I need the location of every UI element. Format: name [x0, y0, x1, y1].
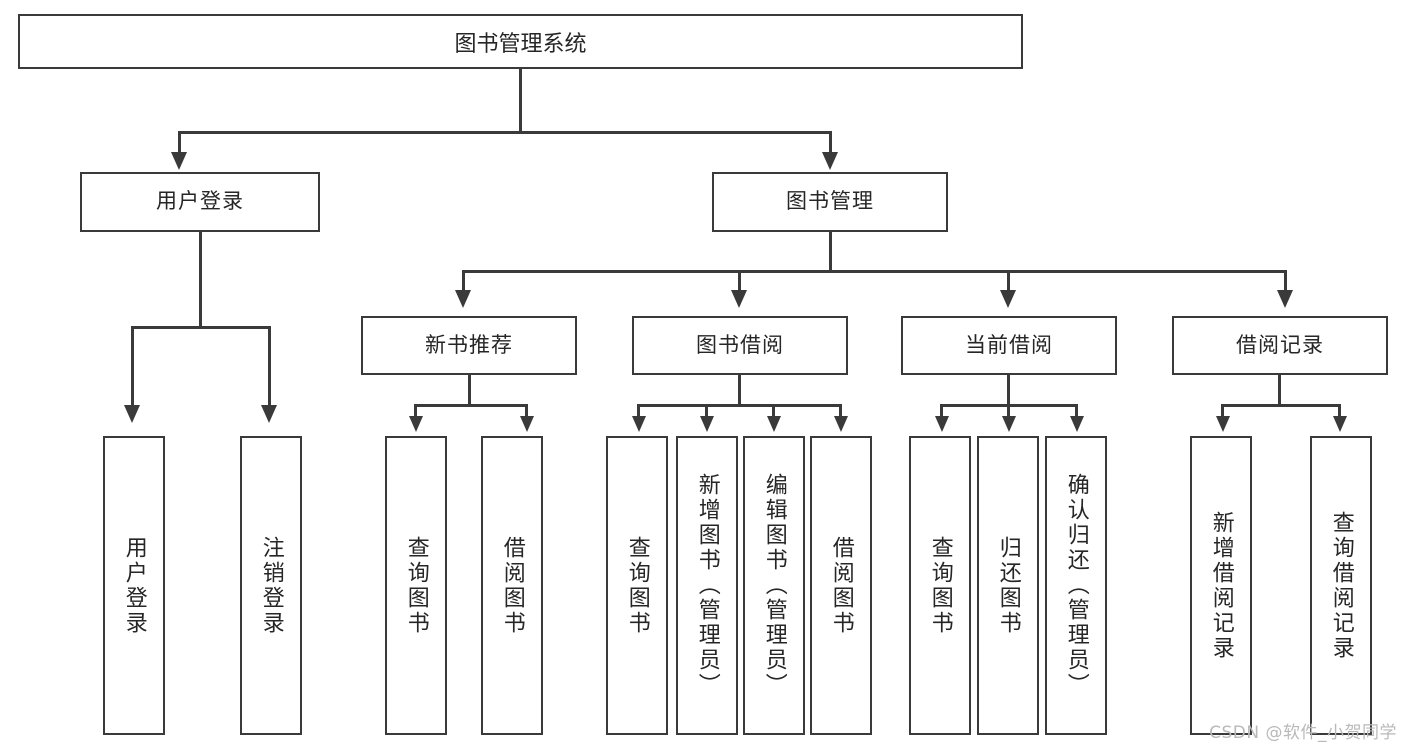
leaf-user-login[interactable]: 用户登录 — [103, 436, 165, 735]
node-root-system[interactable]: 图书管理系统 — [18, 14, 1023, 69]
edge-borrow-record-drop-2 — [1338, 404, 1341, 418]
leaf-label: 借阅图书 — [499, 535, 525, 636]
edge-book-borrow-stem — [738, 375, 741, 406]
arrowhead-leaf-user-login — [124, 405, 140, 423]
arrowhead-leaf-borrow-book-2 — [834, 416, 848, 432]
leaf-label: 查询借阅记录 — [1328, 510, 1354, 661]
node-label: 图书管理 — [786, 189, 874, 214]
leaf-edit-book-admin[interactable]: 编辑图书（管理员） — [743, 436, 805, 735]
leaf-query-book-recommend[interactable]: 查询图书 — [385, 436, 447, 735]
edge-current-borrow-stem — [1007, 375, 1010, 406]
leaf-query-book-current[interactable]: 查询图书 — [909, 436, 971, 735]
leaf-borrow-book[interactable]: 借阅图书 — [810, 436, 872, 735]
edge-root-to-book-manage — [829, 131, 832, 155]
arrowhead-leaf-borrow-book-1 — [520, 416, 534, 432]
edge-level2-bus — [462, 270, 1287, 273]
arrowhead-leaf-confirm-return — [1070, 416, 1084, 432]
edge-drop-borrow-record — [1284, 270, 1287, 292]
edge-book-manage-stem — [829, 232, 832, 272]
node-label: 图书管理系统 — [454, 31, 587, 57]
leaf-label: 查询图书 — [624, 535, 650, 636]
node-label: 新书推荐 — [425, 332, 513, 357]
leaf-logout[interactable]: 注销登录 — [240, 436, 302, 735]
arrowhead-leaf-add-book — [700, 416, 714, 432]
leaf-label: 新增借阅记录 — [1208, 510, 1234, 661]
edge-drop-book-borrow — [738, 270, 741, 292]
leaf-label: 确认归还（管理员） — [1063, 473, 1089, 698]
edge-user-login-bus — [131, 326, 271, 329]
edge-user-login-drop-1 — [131, 326, 134, 408]
node-new-book-recommend[interactable]: 新书推荐 — [361, 316, 577, 375]
edge-book-borrow-drop-3 — [772, 404, 775, 418]
leaf-borrow-book-recommend[interactable]: 借阅图书 — [481, 436, 543, 735]
edge-new-book-stem — [468, 375, 471, 406]
edge-new-book-drop-1 — [414, 404, 417, 418]
edge-new-book-bus — [414, 404, 528, 407]
edge-drop-new-book — [462, 270, 465, 292]
leaf-add-borrow-record[interactable]: 新增借阅记录 — [1190, 436, 1252, 735]
edge-book-borrow-drop-4 — [839, 404, 842, 418]
arrowhead-leaf-query-book-3 — [935, 416, 949, 432]
leaf-query-book-borrow[interactable]: 查询图书 — [606, 436, 668, 735]
leaf-label: 新增图书（管理员） — [694, 473, 720, 698]
node-label: 用户登录 — [156, 189, 244, 214]
arrowhead-leaf-return-book — [1002, 416, 1016, 432]
arrowhead-new-book-recommend — [455, 290, 471, 308]
edge-current-borrow-drop-2 — [1007, 404, 1010, 418]
arrowhead-book-borrow — [731, 290, 747, 308]
leaf-label: 归还图书 — [995, 535, 1021, 636]
edge-borrow-record-drop-1 — [1221, 404, 1224, 418]
leaf-label: 注销登录 — [258, 535, 284, 636]
arrowhead-leaf-logout — [261, 405, 277, 423]
arrowhead-book-manage — [822, 152, 838, 170]
node-current-borrow[interactable]: 当前借阅 — [901, 316, 1117, 375]
edge-current-borrow-drop-3 — [1075, 404, 1078, 418]
leaf-confirm-return-admin[interactable]: 确认归还（管理员） — [1045, 436, 1107, 735]
arrowhead-user-login — [171, 152, 187, 170]
edge-borrow-record-bus — [1221, 404, 1341, 407]
leaf-add-book-admin[interactable]: 新增图书（管理员） — [676, 436, 738, 735]
leaf-return-book[interactable]: 归还图书 — [977, 436, 1039, 735]
edge-book-borrow-drop-1 — [637, 404, 640, 418]
edge-root-bus — [178, 131, 832, 134]
node-borrow-record[interactable]: 借阅记录 — [1172, 316, 1388, 375]
edge-root-to-user-login — [178, 131, 181, 155]
edge-user-login-stem — [199, 232, 202, 328]
edge-book-borrow-bus — [637, 404, 842, 407]
leaf-label: 查询图书 — [927, 535, 953, 636]
edge-borrow-record-stem — [1278, 375, 1281, 406]
node-user-login[interactable]: 用户登录 — [80, 172, 320, 232]
leaf-query-borrow-record[interactable]: 查询借阅记录 — [1310, 436, 1372, 735]
edge-book-borrow-drop-2 — [705, 404, 708, 418]
node-label: 借阅记录 — [1236, 332, 1324, 357]
leaf-label: 用户登录 — [121, 535, 147, 636]
arrowhead-leaf-query-book-2 — [632, 416, 646, 432]
leaf-label: 编辑图书（管理员） — [761, 473, 787, 698]
edge-new-book-drop-2 — [525, 404, 528, 418]
arrowhead-leaf-query-book-1 — [409, 416, 423, 432]
edge-drop-current-borrow — [1007, 270, 1010, 292]
edge-current-borrow-drop-1 — [940, 404, 943, 418]
arrowhead-leaf-edit-book — [767, 416, 781, 432]
arrowhead-leaf-query-record — [1333, 416, 1347, 432]
leaf-label: 查询图书 — [403, 535, 429, 636]
node-book-management[interactable]: 图书管理 — [712, 172, 948, 232]
arrowhead-borrow-record — [1277, 290, 1293, 308]
arrowhead-leaf-add-record — [1216, 416, 1230, 432]
node-book-borrow[interactable]: 图书借阅 — [632, 316, 848, 375]
arrowhead-current-borrow — [1000, 290, 1016, 308]
edge-user-login-drop-2 — [268, 326, 271, 408]
node-label: 图书借阅 — [696, 332, 784, 357]
edge-root-stem — [519, 69, 522, 133]
leaf-label: 借阅图书 — [828, 535, 854, 636]
node-label: 当前借阅 — [965, 332, 1053, 357]
